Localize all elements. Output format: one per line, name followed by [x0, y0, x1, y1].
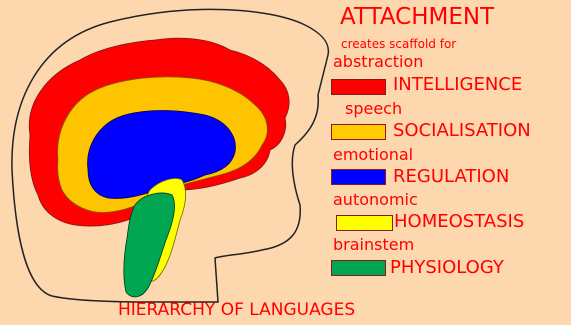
legend-pre-label-1: speech [345, 99, 402, 118]
title: ATTACHMENT [340, 4, 494, 30]
legend-pre-label-3: autonomic [333, 190, 418, 209]
subtitle: creates scaffold for [341, 37, 456, 51]
legend-swatch-intelligence [331, 79, 386, 95]
legend-pre-label-4: brainstem [333, 235, 414, 254]
legend-pre-label-2: emotional [333, 145, 413, 164]
legend-label-0: INTELLIGENCE [393, 74, 522, 95]
legend-label-3: HOMEOSTASIS [394, 211, 524, 232]
legend-swatch-physiology [331, 260, 386, 276]
legend-swatch-socialisation [331, 124, 386, 140]
legend-label-1: SOCIALISATION [393, 120, 531, 141]
legend-pre-label-0: abstraction [333, 52, 423, 71]
legend-swatch-regulation [331, 169, 386, 185]
legend-swatch-homeostasis [336, 215, 393, 231]
legend-label-2: REGULATION [393, 166, 509, 187]
legend-label-4: PHYSIOLOGY [390, 257, 504, 278]
footer-caption: HIERARCHY OF LANGUAGES [118, 300, 355, 320]
